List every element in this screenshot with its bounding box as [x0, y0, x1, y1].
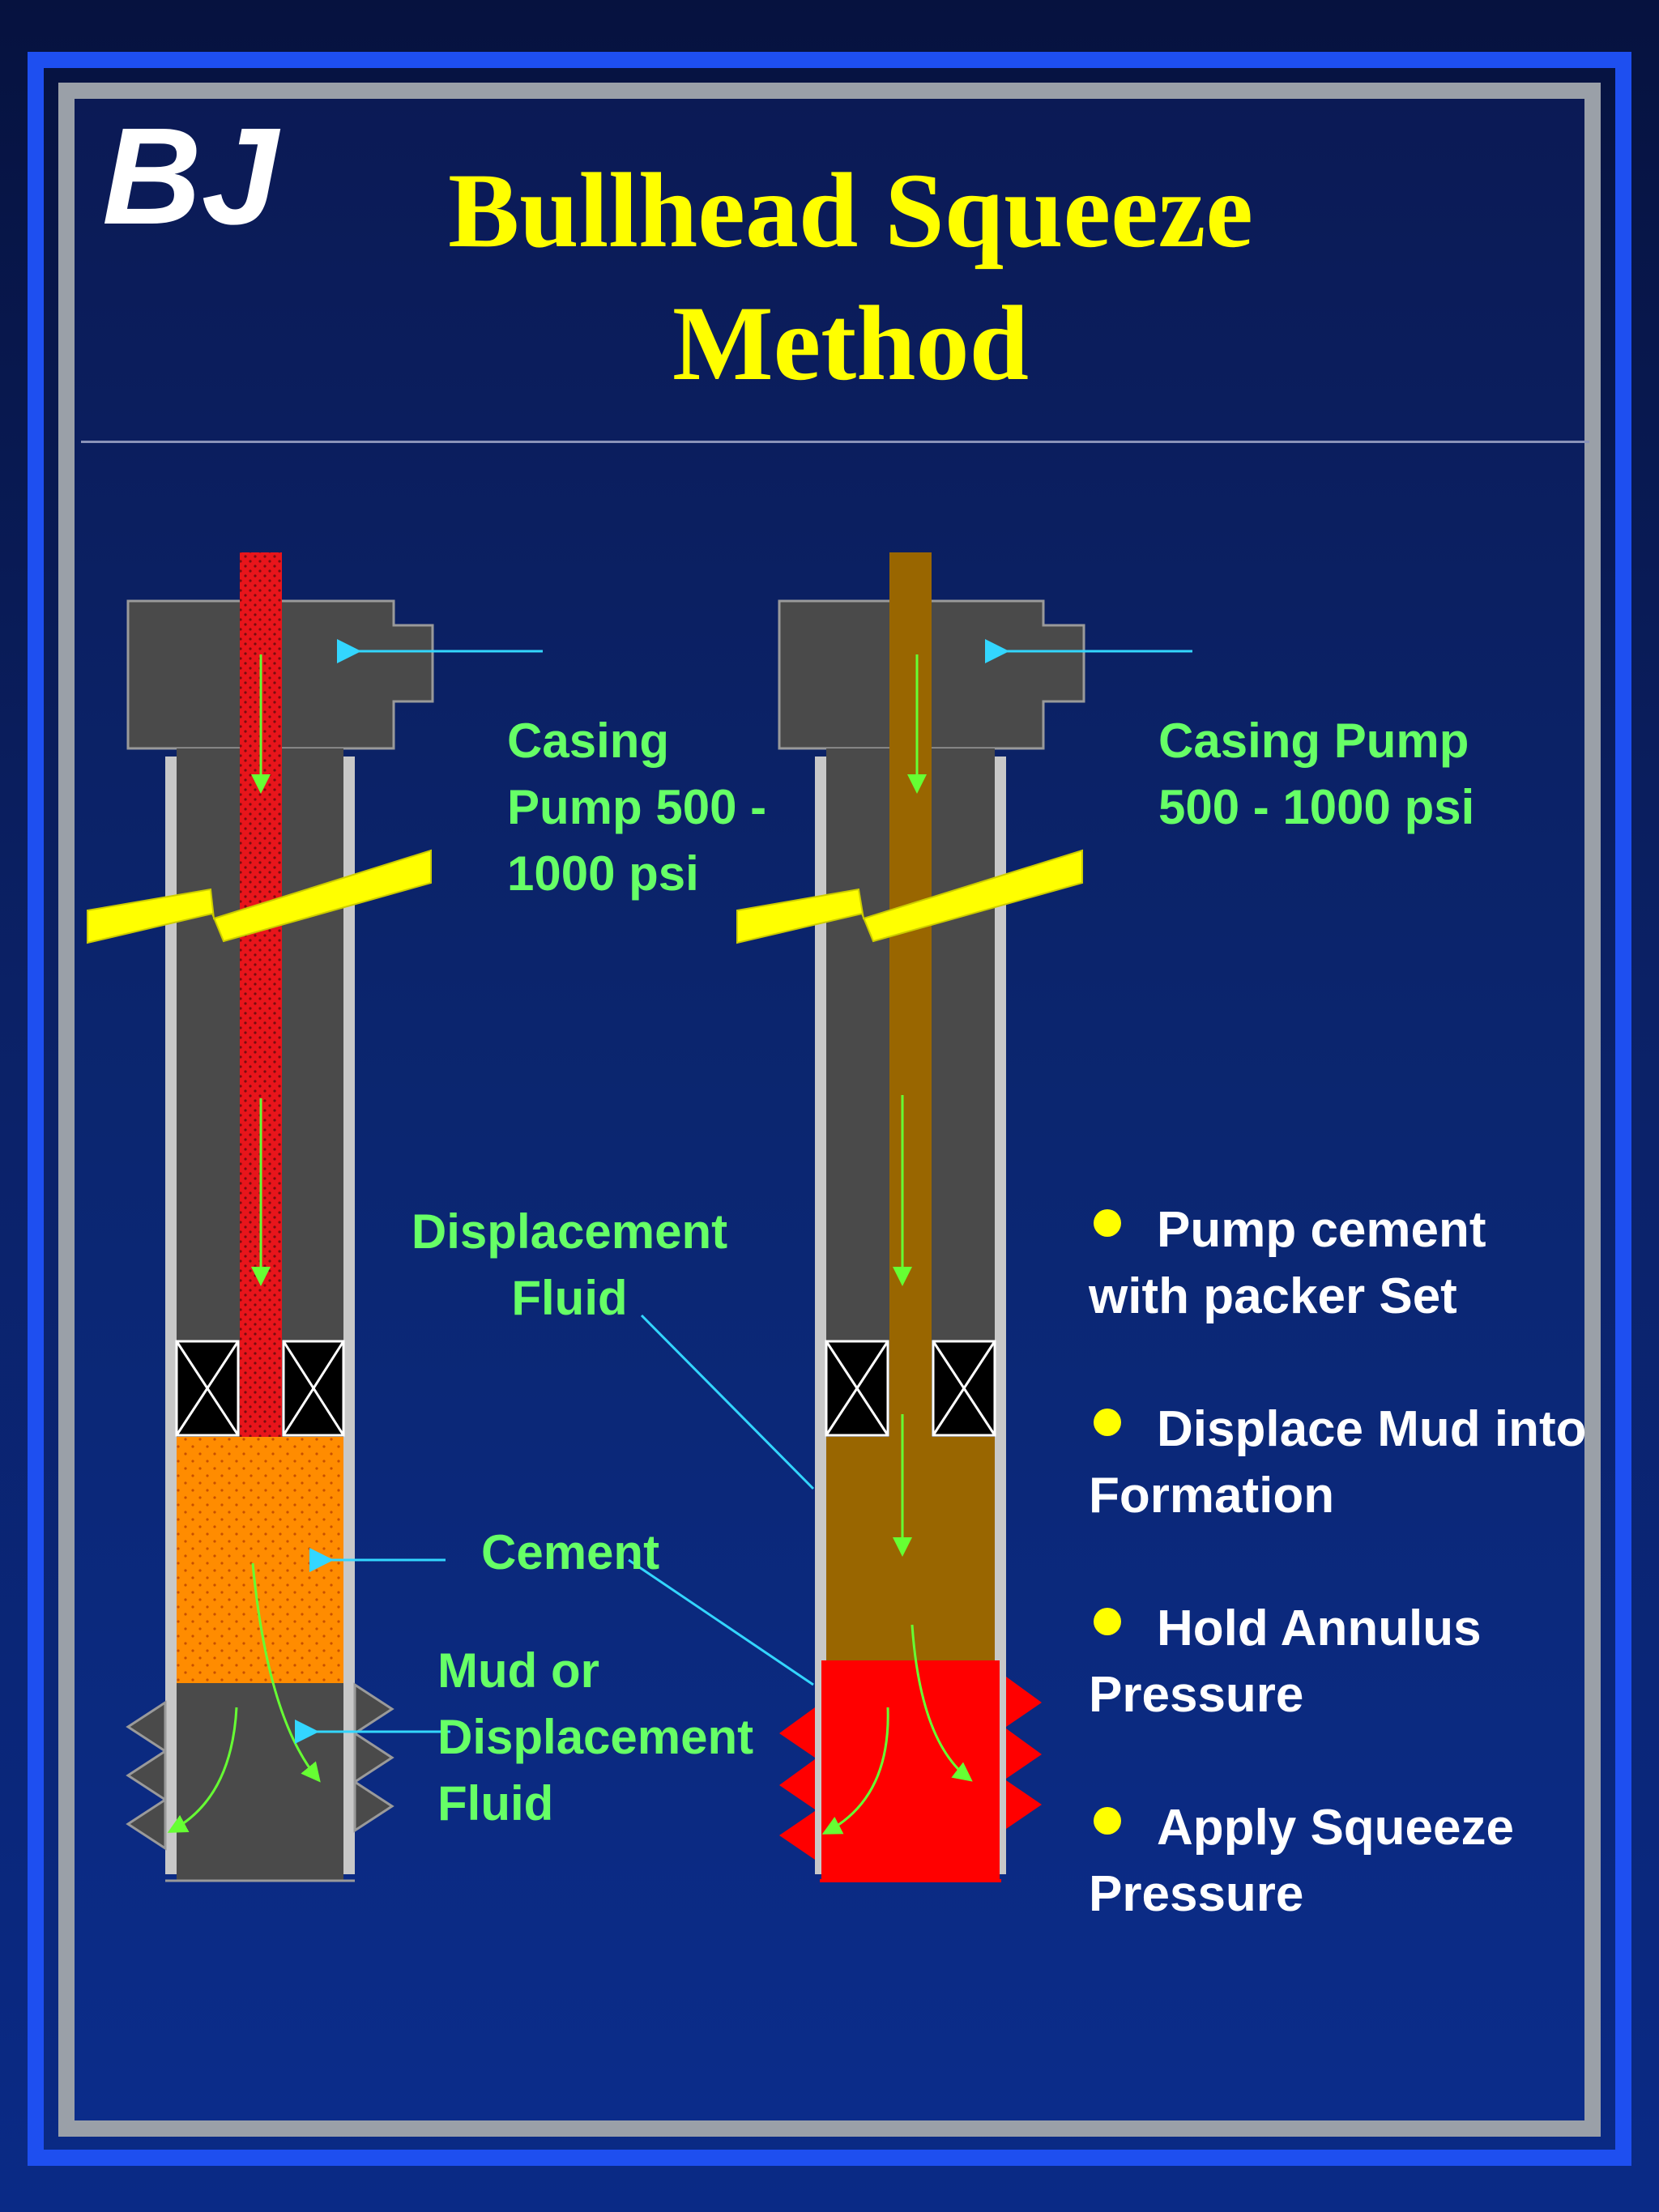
displacement-leader-line [640, 1314, 815, 1490]
right-pump-label: Casing Pump 500 - 1000 psi [1158, 714, 1475, 834]
left-cement [177, 1437, 343, 1683]
right-cement [821, 1660, 1000, 1881]
svg-text:BJ: BJ [102, 105, 281, 251]
right-break-mark [736, 849, 1083, 944]
title-divider [81, 441, 1589, 443]
bullet-item: Pump cement with packer Set [1089, 1202, 1486, 1324]
bullet-dot-icon [1094, 1807, 1121, 1835]
outer-frame [28, 52, 1631, 2166]
bullet-item: Hold Annulus Pressure [1089, 1600, 1482, 1723]
bj-logo: BJ [102, 105, 281, 251]
bullet-item: Displace Mud into Formation [1089, 1401, 1587, 1524]
left-perforations [126, 1682, 394, 1851]
left-well [87, 552, 543, 1882]
right-well [736, 552, 1192, 1882]
left-packer [175, 1340, 345, 1437]
right-casing-wall-right [995, 757, 1006, 1874]
right-casing-wall-left [815, 757, 826, 1874]
inner-frame [58, 83, 1601, 2137]
displacement-fluid-label: Displacement Fluid [411, 1204, 728, 1325]
left-casing-wall-left [165, 757, 177, 1874]
left-break-mark [87, 849, 432, 944]
left-pump-label: Casing Pump 500 - 1000 psi [507, 714, 767, 901]
bullet-dot-icon [1094, 1409, 1121, 1436]
cement-label: Cement [481, 1525, 660, 1579]
cement-leader-line [628, 1558, 814, 1686]
bullet-dot-icon [1094, 1209, 1121, 1237]
right-tubing [889, 552, 932, 1437]
mud-label: Mud or Displacement Fluid [437, 1643, 754, 1831]
right-packer [825, 1340, 996, 1437]
right-displacement-fluid [826, 1437, 995, 1660]
bullet-list: Pump cement with packer Set Displace Mud… [1089, 1197, 1591, 1994]
bullet-dot-icon [1094, 1608, 1121, 1635]
right-perforations [779, 1677, 1042, 1860]
left-casing-wall-right [343, 757, 355, 1874]
bullet-item: Apply Squeeze Pressure [1089, 1800, 1514, 1922]
slide-title: Bullhead Squeeze Method [448, 151, 1253, 403]
